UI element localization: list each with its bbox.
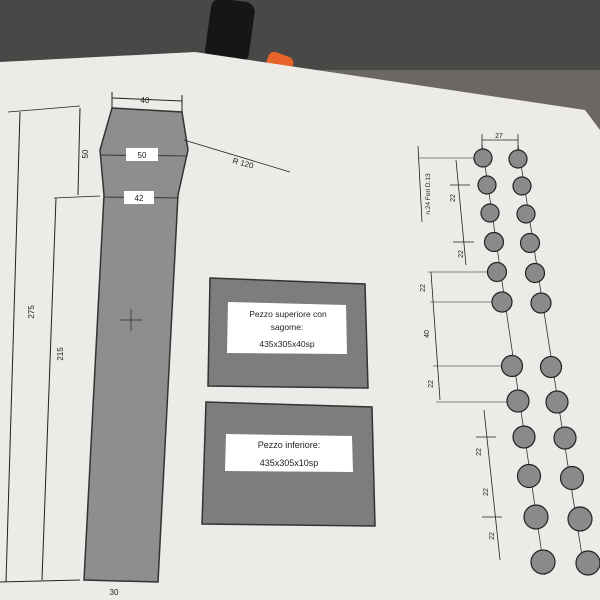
dim-line-top — [111, 97, 183, 102]
dim-upper-width-box — [126, 148, 158, 161]
dim-lower-width: 42 — [135, 194, 144, 203]
lower-piece-line1: Pezzo inferiore: — [258, 440, 321, 450]
hole — [519, 232, 541, 254]
hole — [559, 465, 585, 491]
hole — [508, 149, 528, 169]
upper-piece-box: Pezzo superiore con sagome: 435x305x40sp — [207, 277, 369, 389]
dim-line-neck — [77, 107, 81, 196]
upper-piece-line2: sagome: — [271, 322, 304, 332]
leg-shape-drawing: 40 50 42 R 120 50 275 215 30 — [0, 92, 291, 597]
hole — [483, 231, 505, 253]
hole-spacing-top: 27 — [495, 133, 503, 140]
hole — [575, 550, 600, 576]
hole — [473, 148, 493, 168]
gap-label-e: 22 — [476, 448, 483, 456]
hole — [500, 354, 524, 378]
hole-pattern: 27 n.24 Fori D.13 22 40 22 22 22 22 22 2… — [417, 133, 600, 576]
hole-note: n.24 Fori D.13 — [425, 173, 432, 215]
hole — [553, 426, 577, 450]
hole — [486, 261, 508, 283]
dim-bottom-width: 30 — [110, 588, 119, 597]
radius-leader — [183, 139, 291, 173]
dim-line-total — [5, 111, 21, 583]
hole — [530, 292, 552, 314]
dim-lower-width-box — [124, 191, 154, 204]
gap-label-c: 22 — [450, 194, 457, 202]
hole — [545, 390, 569, 414]
dim-neck-height: 50 — [81, 149, 90, 158]
gap-label-b: 22 — [428, 380, 435, 388]
dim-upper-width: 50 — [138, 151, 147, 160]
hole — [530, 549, 556, 575]
upper-piece-line3: 435x305x40sp — [259, 339, 315, 349]
upper-piece-label — [227, 302, 347, 354]
hole — [539, 355, 563, 379]
hole — [480, 203, 500, 223]
hole — [512, 425, 536, 449]
dim-top-width: 40 — [141, 96, 150, 105]
hole — [516, 204, 536, 224]
lower-piece-box: Pezzo inferiore: 435x305x10sp — [201, 401, 376, 527]
hole — [506, 389, 530, 413]
lower-piece-label — [225, 434, 353, 472]
upper-piece-line1: Pezzo superiore con — [249, 309, 327, 319]
gap-label-a: 22 — [420, 284, 427, 292]
hole — [523, 504, 549, 530]
lower-piece-line2: 435x305x10sp — [260, 458, 319, 468]
leg-shape — [83, 107, 189, 583]
gap-large-label: 40 — [424, 330, 431, 338]
dim-line-body — [41, 197, 57, 581]
hole — [491, 291, 513, 313]
hole — [516, 463, 542, 489]
hole — [567, 506, 593, 532]
dim-total-height: 275 — [27, 305, 36, 319]
gap-label-g: 22 — [489, 532, 496, 540]
dim-body-height: 215 — [56, 347, 65, 361]
hole — [524, 262, 546, 284]
hole — [512, 176, 532, 196]
hole — [477, 175, 497, 195]
gap-label-f: 22 — [483, 488, 490, 496]
gap-label-d: 22 — [458, 250, 465, 258]
